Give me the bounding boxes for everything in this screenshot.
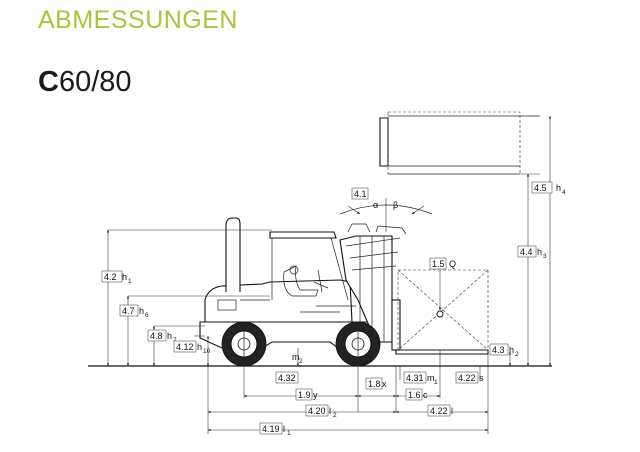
svg-text:4.1: 4.1: [354, 189, 367, 199]
svg-text:10: 10: [203, 348, 211, 355]
svg-text:4.22: 4.22: [430, 406, 448, 416]
svg-text:4.32: 4.32: [278, 373, 296, 383]
label-h2: 4.3 h 2: [489, 343, 519, 358]
svg-text:h: h: [122, 272, 127, 282]
svg-text:h: h: [167, 331, 172, 341]
label-x: 1.8 x: [365, 377, 387, 390]
svg-text:1.8: 1.8: [368, 379, 381, 389]
label-l1: 4.19 l 1: [259, 422, 291, 437]
svg-text:c: c: [423, 390, 428, 400]
label-h4: 4.5 h 4: [531, 181, 566, 196]
svg-text:4.4: 4.4: [520, 247, 533, 257]
load-box: [397, 269, 489, 351]
svg-text:l: l: [451, 406, 453, 416]
svg-text:4.19: 4.19: [262, 424, 280, 434]
svg-text:4: 4: [562, 189, 566, 196]
svg-text:4.8: 4.8: [150, 331, 163, 341]
svg-text:1.5: 1.5: [432, 259, 445, 269]
svg-text:h: h: [556, 183, 561, 193]
label-load: 1.5 Q: [429, 257, 456, 270]
svg-text:1.9: 1.9: [298, 390, 311, 400]
section-title: ABMESSUNGEN: [38, 6, 238, 34]
label-l: 4.22 l: [427, 404, 453, 417]
svg-text:l: l: [283, 424, 285, 434]
svg-text:2: 2: [515, 351, 519, 358]
raised-fork: [379, 111, 540, 175]
label-h1: 4.2 h 1: [101, 270, 132, 285]
svg-text:β: β: [393, 200, 398, 210]
svg-text:2: 2: [299, 358, 303, 365]
label-s: 4.22 s: [455, 371, 484, 384]
svg-text:4.20: 4.20: [308, 406, 326, 416]
svg-text:x: x: [382, 379, 387, 389]
label-h3: 4.4 h 3: [517, 245, 547, 260]
svg-text:m: m: [292, 352, 300, 362]
label-h7: 4.8 h 7: [147, 329, 177, 344]
label-m1: 4.31 m 1: [403, 371, 438, 386]
model-suffix: 60/80: [58, 66, 132, 98]
svg-text:1: 1: [287, 430, 291, 437]
svg-text:Q: Q: [449, 259, 456, 269]
svg-text:1: 1: [128, 278, 132, 285]
model-prefix: C: [38, 66, 59, 98]
svg-text:α: α: [373, 200, 378, 210]
svg-text:4.31: 4.31: [406, 373, 424, 383]
svg-text:7: 7: [173, 337, 177, 344]
svg-text:1: 1: [434, 379, 438, 386]
svg-text:m: m: [427, 373, 435, 383]
svg-text:3: 3: [543, 253, 547, 260]
svg-text:4.7: 4.7: [122, 306, 135, 316]
svg-text:h: h: [139, 306, 144, 316]
label-c: 1.6 c: [405, 388, 428, 401]
svg-text:h: h: [197, 342, 202, 352]
forklift-outline: [199, 217, 489, 367]
model-name: C60/80: [38, 66, 132, 99]
beta-arrow: [411, 205, 425, 215]
label-h10: 4.12 h 10: [173, 340, 211, 355]
svg-text:h: h: [509, 345, 514, 355]
label-tilt: 4.1 α β: [351, 187, 398, 210]
svg-text:4.12: 4.12: [176, 342, 194, 352]
svg-text:4.3: 4.3: [492, 345, 505, 355]
svg-text:4.22: 4.22: [458, 373, 476, 383]
label-l2: 4.20 l 2: [305, 404, 337, 419]
svg-text:l: l: [329, 406, 331, 416]
label-m2: m 2 4.32: [275, 352, 303, 384]
svg-text:1.6: 1.6: [408, 390, 421, 400]
svg-text:2: 2: [333, 412, 337, 419]
label-h6: 4.7 h 6: [119, 304, 149, 319]
svg-text:4.5: 4.5: [534, 183, 547, 193]
label-y: 1.9 y: [295, 388, 318, 401]
svg-text:h: h: [537, 247, 542, 257]
svg-text:y: y: [313, 390, 318, 400]
alpha-arrow: [347, 205, 361, 215]
svg-text:s: s: [479, 373, 484, 383]
svg-text:6: 6: [145, 312, 149, 319]
svg-text:4.2: 4.2: [104, 272, 117, 282]
